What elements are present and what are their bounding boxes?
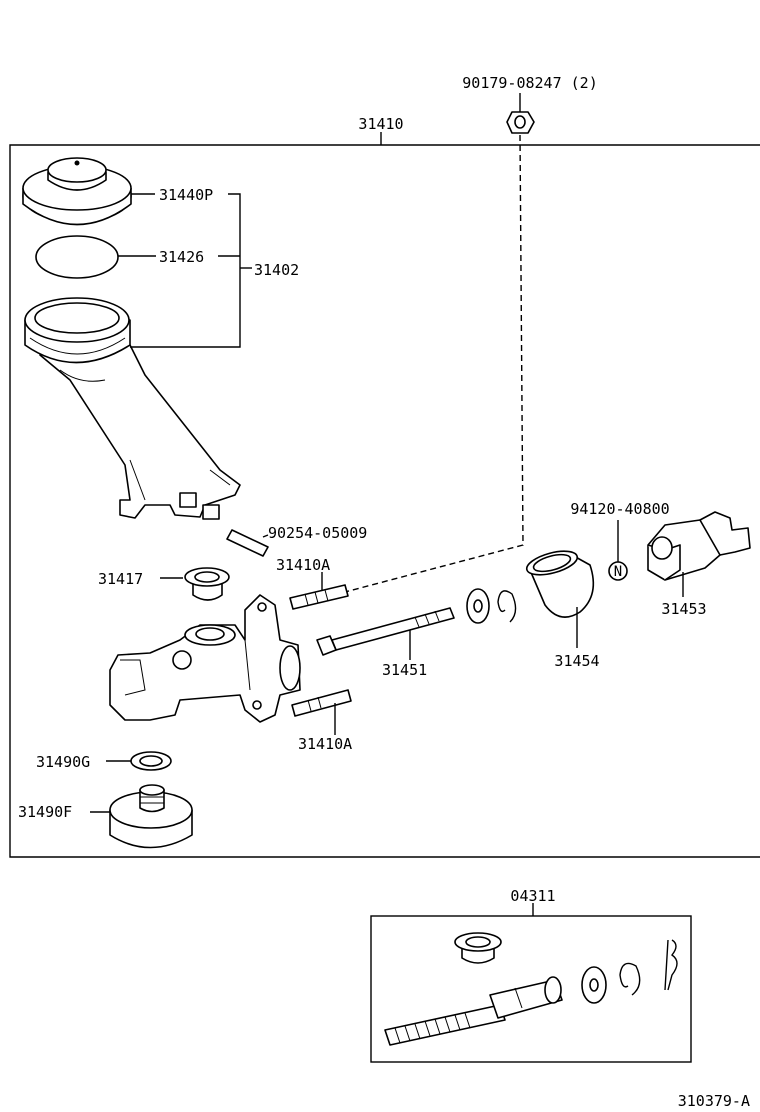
boot-part: [525, 550, 595, 648]
bolt-part: [316, 607, 455, 660]
kit-washer-part: [581, 966, 607, 1004]
snap-ring-part: [497, 590, 517, 623]
label-boot: 31454: [554, 652, 599, 670]
plug-part: [90, 784, 193, 849]
diaphragm-part: [35, 235, 119, 279]
drawing-number: 310379-A: [678, 1092, 750, 1110]
stud-bottom-part: [291, 689, 352, 735]
kit-snap-ring-part: [619, 962, 641, 996]
grommet-part: [160, 567, 230, 601]
label-assembly: 31410: [358, 115, 403, 133]
gasket-part: [106, 751, 172, 771]
label-stud-top: 31410A: [276, 556, 330, 574]
label-nut: 90179-08247 (2): [462, 74, 597, 92]
reservoir-cap-part: [22, 157, 132, 226]
reservoir-part: [24, 297, 241, 520]
label-reservoir-set: 31402: [254, 261, 299, 279]
nut-part: [506, 93, 535, 134]
switch-part: [647, 511, 751, 597]
kit-clip-part: [664, 939, 678, 991]
kit-frame: [370, 915, 692, 1063]
label-stud-bottom: 31410A: [298, 735, 352, 753]
pin-part: [226, 529, 269, 557]
kit-grommet-part: [454, 932, 502, 964]
label-bolt: 31451: [382, 661, 427, 679]
reservoir-set-bracket: [118, 193, 252, 348]
master-cylinder-part: [109, 594, 301, 723]
label-diaphragm: 31426: [159, 248, 204, 266]
label-pin: 90254-05009: [268, 524, 367, 542]
clevis-nut-symbol: N: [608, 520, 628, 581]
kit-piston-part: [384, 976, 563, 1046]
label-switch: 31453: [661, 600, 706, 618]
label-grommet: 31417: [98, 570, 143, 588]
assembly-frame: [9, 132, 760, 858]
label-clevis-nut: 94120-40800: [570, 500, 669, 518]
circle-mark: N: [614, 564, 622, 580]
label-plug: 31490F: [18, 803, 72, 821]
label-kit: 04311: [510, 887, 555, 905]
washer-part: [466, 588, 490, 624]
label-reservoir-cap: 31440P: [159, 186, 213, 204]
label-gasket: 31490G: [36, 753, 90, 771]
stud-top-part: [289, 572, 349, 610]
